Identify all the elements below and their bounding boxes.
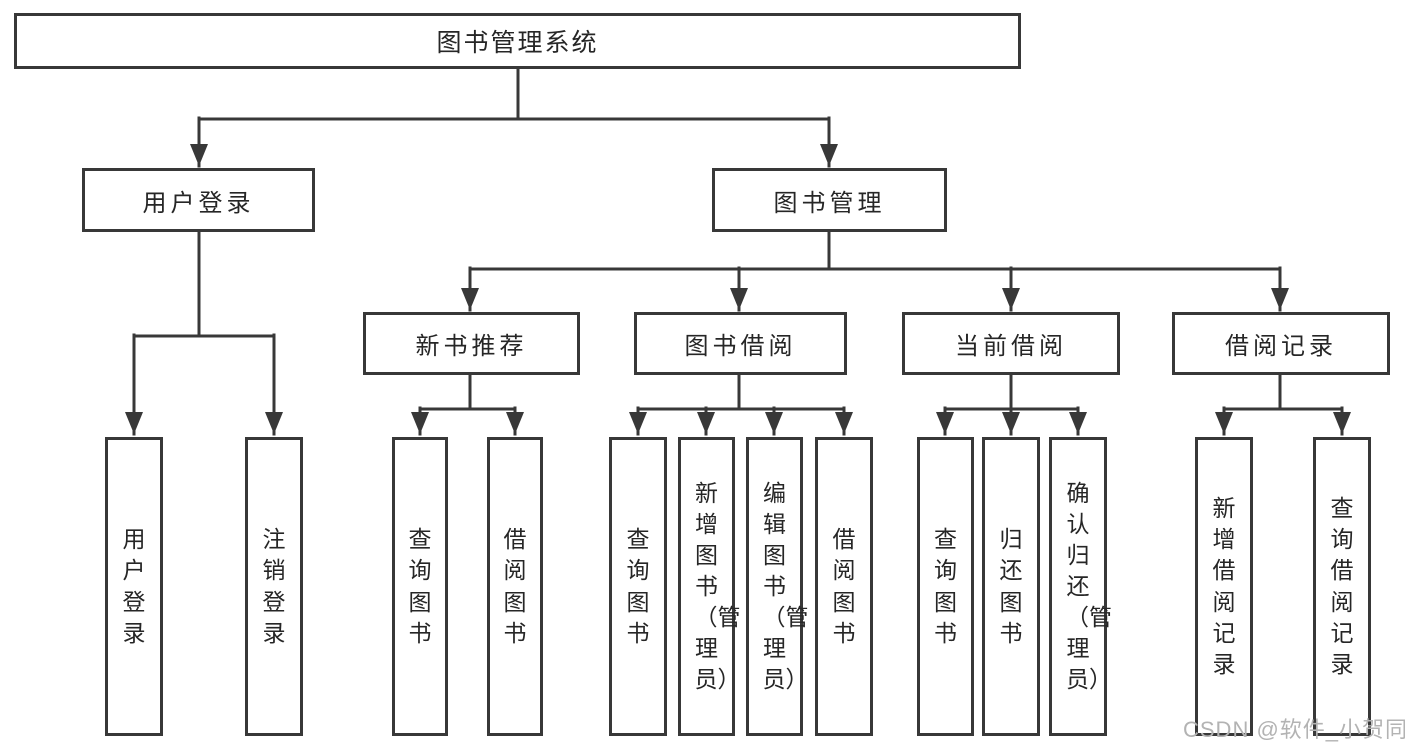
node-label: 新书推荐 xyxy=(415,333,528,360)
node-book-management-branch: 图书管理 xyxy=(712,168,947,232)
leaf-label: 查询图书 xyxy=(626,526,650,646)
leaf-borrow-book: 借阅图书 xyxy=(815,437,873,736)
leaf-label: 注销登录 xyxy=(262,526,286,646)
watermark-text: CSDN @软件_小贺同学 xyxy=(1183,717,1405,742)
node-label: 借阅记录 xyxy=(1225,333,1337,360)
leaf-add-borrow-record: 新增借阅记录 xyxy=(1195,437,1253,736)
leaf-label: 查询借阅记录 xyxy=(1330,495,1354,677)
node-book-borrowing: 图书借阅 xyxy=(634,312,847,375)
leaf-return-book: 归还图书 xyxy=(982,437,1040,736)
leaf-label: 查询图书 xyxy=(934,526,957,646)
leaf-edit-book-admin: 编辑图书（管理员） xyxy=(746,437,809,736)
leaf-logout: 注销登录 xyxy=(245,437,303,736)
leaf-label: 归还图书 xyxy=(999,526,1023,646)
node-current-borrowing: 当前借阅 xyxy=(902,312,1120,375)
leaf-user-login: 用户登录 xyxy=(105,437,163,736)
node-label: 图书借阅 xyxy=(684,333,797,360)
leaf-query-books-recommend: 查询图书 xyxy=(392,437,448,736)
node-label: 当前借阅 xyxy=(955,333,1067,360)
leaf-borrow-books-recommend: 借阅图书 xyxy=(487,437,543,736)
node-new-book-recommend: 新书推荐 xyxy=(363,312,580,375)
leaf-label: 查询图书 xyxy=(408,526,432,646)
leaf-query-borrow-record: 查询借阅记录 xyxy=(1313,437,1371,736)
leaf-label: 借阅图书 xyxy=(503,526,527,646)
node-label: 用户登录 xyxy=(142,189,255,217)
leaf-add-book-admin: 新增图书（管理员） xyxy=(678,437,741,736)
leaf-label: 新增图书（管理员） xyxy=(694,479,741,693)
node-borrowing-records: 借阅记录 xyxy=(1172,312,1390,375)
leaf-label: 用户登录 xyxy=(122,526,146,646)
node-user-login-branch: 用户登录 xyxy=(82,168,315,232)
node-label: 图书管理系统 xyxy=(436,29,599,57)
leaf-label: 借阅图书 xyxy=(832,526,856,646)
leaf-label: 编辑图书（管理员） xyxy=(762,479,809,693)
leaf-label: 新增借阅记录 xyxy=(1212,495,1236,677)
leaf-query-books-current: 查询图书 xyxy=(917,437,974,736)
leaf-query-books-borrow: 查询图书 xyxy=(609,437,667,736)
node-system-root: 图书管理系统 xyxy=(14,13,1021,69)
leaf-label: 确认归还（管理员） xyxy=(1066,479,1112,693)
leaf-confirm-return-admin: 确认归还（管理员） xyxy=(1049,437,1112,736)
node-label: 图书管理 xyxy=(773,189,886,217)
